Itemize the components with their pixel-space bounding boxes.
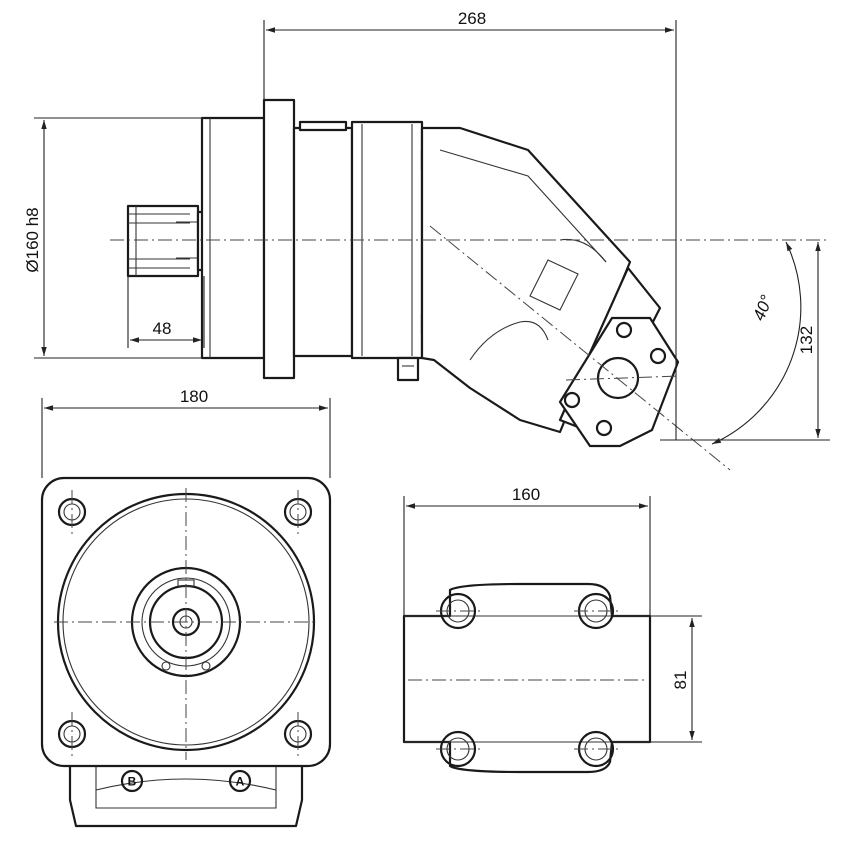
port-a-label: A [236, 775, 245, 789]
dimension-flange-width: 180 [180, 387, 208, 406]
port-block [558, 266, 680, 448]
port-view-dimensions: 160 81 [403, 485, 702, 743]
port-b-label: B [128, 775, 137, 789]
front-view: B A [40, 476, 332, 828]
dimension-port-block-height: 81 [671, 671, 690, 690]
dimension-port-block-width: 160 [512, 485, 540, 504]
main-housing [292, 120, 440, 382]
front-view-dimensions: 180 [41, 387, 331, 478]
dimension-bend-angle: 40° [749, 292, 776, 323]
mounting-flange [200, 98, 296, 380]
port-view [402, 582, 652, 774]
side-view-dimensions: 268 Ø160 h8 48 40° 132 [23, 9, 830, 445]
dimension-shaft-length: 48 [153, 319, 172, 338]
dimension-port-offset: 132 [797, 326, 816, 354]
side-view [110, 98, 830, 471]
dimension-flange-diameter: Ø160 h8 [23, 207, 42, 272]
dimension-total-length: 268 [458, 9, 486, 28]
bent-axis-housing [420, 126, 632, 434]
